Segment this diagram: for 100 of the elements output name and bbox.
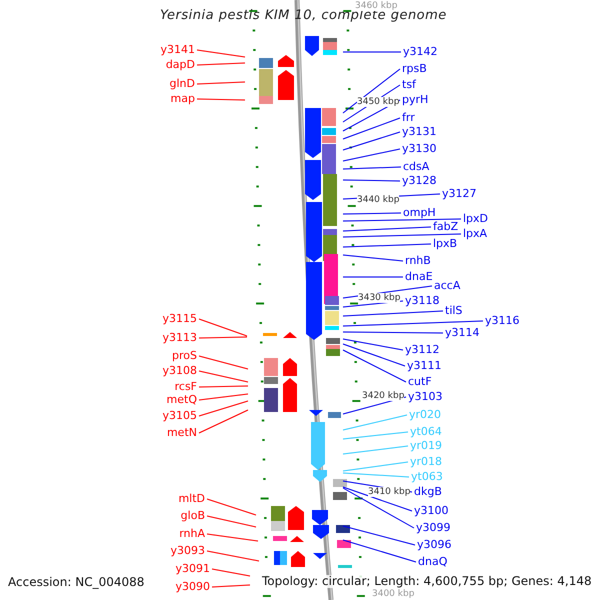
leader-line xyxy=(342,276,404,278)
leader-line xyxy=(198,356,248,370)
leader-line xyxy=(198,336,248,338)
gene-label: dkgB xyxy=(414,485,442,498)
leader-line xyxy=(196,82,246,84)
gene-label: y3115 xyxy=(162,312,197,325)
leader-line xyxy=(196,50,246,58)
gene-label: yt064 xyxy=(410,425,442,438)
leader-line xyxy=(342,486,412,512)
gene-label: y3108 xyxy=(162,364,197,377)
gene-label: dapD xyxy=(166,58,195,71)
gene-label: rpsB xyxy=(402,62,427,75)
gene-label: y3113 xyxy=(162,331,197,344)
gene-label: cdsA xyxy=(403,160,430,173)
leader-line xyxy=(212,568,250,576)
gene-label: lpxD xyxy=(463,212,488,225)
gene-label: y3131 xyxy=(402,125,437,138)
leader-line xyxy=(342,68,400,114)
gene-label: yr018 xyxy=(410,455,442,468)
gene-label: y3096 xyxy=(417,538,452,551)
gene-label: y3103 xyxy=(408,390,443,403)
leader-line xyxy=(342,526,416,546)
gene-label: lpxA xyxy=(463,227,488,240)
gene-label: rnhA xyxy=(179,527,205,540)
scale-label: 3460 kbp xyxy=(355,1,398,11)
leader-line xyxy=(342,234,462,238)
gene-label: metQ xyxy=(166,393,197,406)
gene-label: dnaE xyxy=(405,270,433,283)
leader-line xyxy=(212,584,250,588)
gene-label: mltD xyxy=(178,492,205,505)
gene-label: y3141 xyxy=(160,43,195,56)
leader-line xyxy=(342,132,400,150)
leader-line xyxy=(342,332,444,334)
gene-label: ompH xyxy=(403,206,436,219)
leader-line xyxy=(342,254,404,262)
leader-line xyxy=(342,244,432,248)
gene-label: fabZ xyxy=(433,220,458,233)
gene-label: y3091 xyxy=(175,562,210,575)
gene-label: y3090 xyxy=(175,580,210,593)
leader-line xyxy=(342,212,402,214)
gene-label: y3100 xyxy=(414,504,449,517)
leader-line xyxy=(342,540,416,562)
gene-label: y3142 xyxy=(403,45,438,58)
gene-label: y3112 xyxy=(405,343,440,356)
gene-label: accA xyxy=(434,279,460,292)
gene-label: proS xyxy=(172,349,197,362)
leader-line xyxy=(198,410,248,434)
gene-label: y3099 xyxy=(416,521,451,534)
gene-label: yr019 xyxy=(410,439,442,452)
leader-line xyxy=(342,446,408,454)
scale-label: 3410 kbp xyxy=(368,487,410,497)
gene-label: dnaQ xyxy=(418,555,448,568)
leader-line xyxy=(342,148,400,162)
gene-label: tsf xyxy=(402,78,416,91)
scale-label: 3430 kbp xyxy=(358,293,400,303)
scale-label: 3440 kbp xyxy=(357,195,400,205)
leader-line xyxy=(206,534,258,542)
leader-line xyxy=(342,462,408,472)
gene-label: y3127 xyxy=(442,187,477,200)
leader-line xyxy=(342,350,406,382)
gene-label: tilS xyxy=(445,304,462,317)
leader-line xyxy=(206,516,256,528)
leader-line xyxy=(342,432,408,440)
scale-label: 3420 kbp xyxy=(362,391,404,401)
gene-label: y3114 xyxy=(445,326,480,339)
leader-line xyxy=(198,370,248,382)
leader-line xyxy=(342,320,484,326)
gene-label: y3130 xyxy=(402,142,437,155)
gene-label: y3105 xyxy=(162,409,197,422)
leader-line xyxy=(198,400,248,416)
gene-label: y3128 xyxy=(402,174,437,187)
genome-summary-note: Topology: circular; Length: 4,600,755 bp; Genes: 4,148 xyxy=(262,575,592,588)
leader-line xyxy=(342,166,402,170)
accession-note: Accession: NC_004088 xyxy=(8,576,144,589)
gene-label: gloB xyxy=(180,509,205,522)
leader-line xyxy=(206,550,260,562)
leader-line xyxy=(342,310,444,316)
gene-label: yr020 xyxy=(409,408,442,421)
gene-label: yt063 xyxy=(411,470,443,483)
leader-line xyxy=(342,344,406,366)
leader-line xyxy=(342,218,462,222)
gene-label: lpxB xyxy=(433,237,458,250)
leader-line xyxy=(198,394,248,400)
gene-label: frr xyxy=(402,111,415,124)
leader-line xyxy=(342,414,408,430)
gene-label: y3111 xyxy=(407,359,442,372)
leader-line xyxy=(198,318,248,336)
scale-label: 3450 kbp xyxy=(357,97,400,107)
gene-label: y3093 xyxy=(170,544,205,557)
gene-label: y3118 xyxy=(405,294,440,307)
leader-line xyxy=(196,62,246,66)
leader-line xyxy=(206,498,256,516)
gene-label: map xyxy=(170,92,195,105)
leader-line xyxy=(198,386,248,388)
leader-line xyxy=(196,98,246,100)
leader-line xyxy=(342,180,400,182)
gene-label: glnD xyxy=(170,77,195,90)
gene-label: pyrH xyxy=(402,93,428,106)
scale-label: 3400 kbp xyxy=(372,589,414,599)
gene-label: metN xyxy=(166,426,197,439)
